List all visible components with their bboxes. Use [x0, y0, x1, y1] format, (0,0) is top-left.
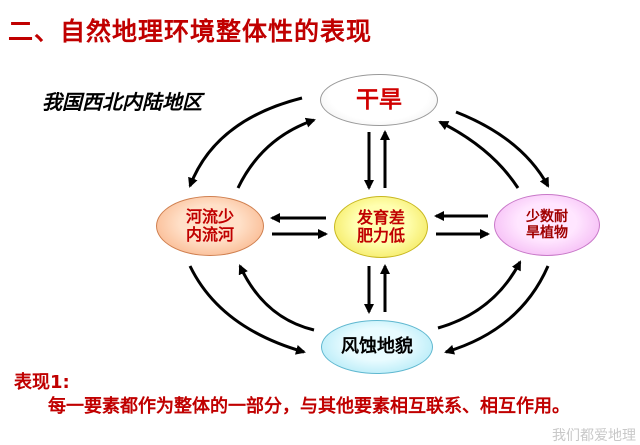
node-rivers-line-1: 河流少: [185, 206, 234, 226]
node-rivers: 河流少 内流河: [156, 196, 264, 256]
subtitle: 表现1:: [14, 372, 70, 393]
node-landform: 风蚀地貌: [321, 320, 433, 374]
node-vegetation-line-2: 旱植物: [526, 225, 568, 241]
region-label: 我国西北内陆地区: [42, 90, 202, 114]
arrow-left-to-bottom-outer: [188, 265, 306, 355]
arrow-top-to-left-outer: [188, 96, 303, 188]
node-drought-label: 干旱: [356, 86, 402, 113]
arrow-right-to-top-inner: [438, 120, 520, 189]
node-vegetation-line-1: 少数耐: [526, 208, 568, 225]
arrow-bottom-to-right-inner: [437, 260, 522, 330]
node-soil-line-1: 发育差: [356, 207, 405, 227]
page-title: 二、自然地理环境整体性的表现: [8, 17, 373, 46]
node-rivers-line-2: 内流河: [185, 225, 234, 244]
node-soil: 发育差 肥力低: [334, 196, 428, 258]
watermark: 我们都爱地理: [552, 428, 636, 444]
arrow-left-to-top-inner: [236, 117, 316, 189]
node-vegetation: 少数耐 旱植物: [494, 194, 600, 256]
node-landform-label: 风蚀地貌: [341, 335, 413, 357]
arrow-right-to-bottom-outer: [444, 265, 550, 355]
node-drought: 干旱: [320, 74, 438, 126]
description: 每一要素都作为整体的一部分，与其他要素相互联系、相互作用。: [48, 396, 570, 417]
node-soil-line-2: 肥力低: [356, 226, 405, 245]
arrow-bottom-to-left-inner: [238, 264, 315, 332]
arrow-top-to-right-outer: [455, 110, 550, 188]
